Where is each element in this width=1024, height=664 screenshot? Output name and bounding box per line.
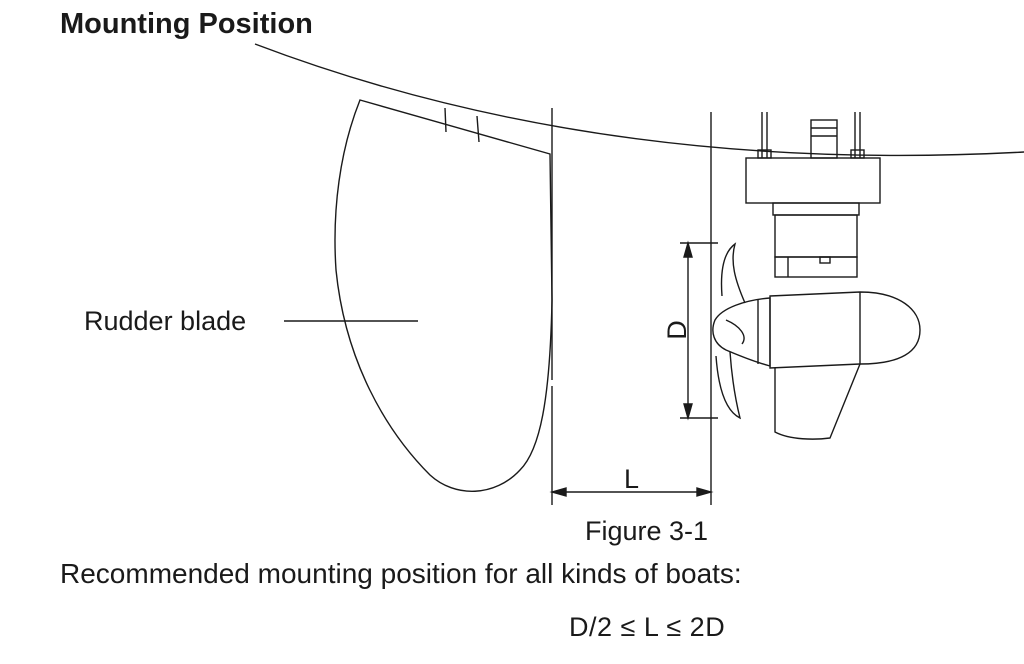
page-heading: Mounting Position	[60, 8, 313, 40]
distance-label: L	[624, 464, 639, 494]
mounting-formula: D/2 ≤ L ≤ 2D	[569, 612, 726, 642]
hull-line	[254, 43, 1024, 157]
diameter-label: D	[662, 320, 692, 340]
diameter-dimension	[680, 240, 718, 421]
thruster	[712, 112, 921, 440]
distance-dimension	[549, 487, 714, 497]
rudder-label: Rudder blade	[84, 306, 246, 336]
rudder-blade	[334, 99, 553, 492]
mounting-description: Recommended mounting position for all ki…	[60, 558, 742, 589]
figure-caption: Figure 3-1	[585, 516, 709, 546]
